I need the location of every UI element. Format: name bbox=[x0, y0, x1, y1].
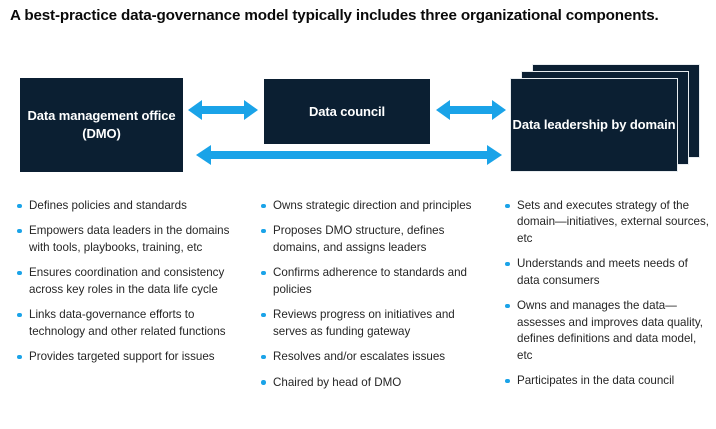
list-item: Confirms adherence to standards and poli… bbox=[260, 265, 482, 298]
list-item: Participates in the data council bbox=[504, 373, 712, 389]
list-item: Proposes DMO structure, defines domains,… bbox=[260, 223, 482, 256]
page-title: A best-practice data-governance model ty… bbox=[10, 7, 659, 24]
list-item: Owns and manages the data—assesses and i… bbox=[504, 298, 712, 364]
bullet-column-leadership: Sets and executes strategy of the domain… bbox=[504, 198, 712, 390]
list-item: Ensures coordination and consistency acr… bbox=[16, 265, 234, 298]
list-item: Defines policies and standards bbox=[16, 198, 234, 214]
double-arrow-council-to-leadership bbox=[436, 100, 506, 120]
node-data-council: Data council bbox=[264, 79, 430, 144]
node-data-management-office: Data management office (DMO) bbox=[20, 78, 183, 172]
double-arrow-dmo-to-council bbox=[188, 100, 258, 120]
list-item: Sets and executes strategy of the domain… bbox=[504, 198, 712, 247]
list-item: Reviews progress on initiatives and serv… bbox=[260, 307, 482, 340]
double-arrow-dmo-to-leadership bbox=[196, 145, 502, 165]
governance-model-diagram: Data management office (DMO) Data counci… bbox=[0, 0, 716, 190]
bullet-column-council: Owns strategic direction and principles … bbox=[260, 198, 482, 391]
list-item: Provides targeted support for issues bbox=[16, 349, 234, 365]
list-item: Owns strategic direction and principles bbox=[260, 198, 482, 214]
list-item: Chaired by head of DMO bbox=[260, 375, 482, 391]
list-item: Understands and meets needs of data cons… bbox=[504, 256, 712, 289]
list-item: Links data-governance efforts to technol… bbox=[16, 307, 234, 340]
bullet-column-dmo: Defines policies and standards Empowers … bbox=[16, 198, 234, 366]
list-item: Resolves and/or escalates issues bbox=[260, 349, 482, 365]
node-data-leadership-by-domain: Data leadership by domain bbox=[510, 78, 678, 172]
list-item: Empowers data leaders in the domains wit… bbox=[16, 223, 234, 256]
